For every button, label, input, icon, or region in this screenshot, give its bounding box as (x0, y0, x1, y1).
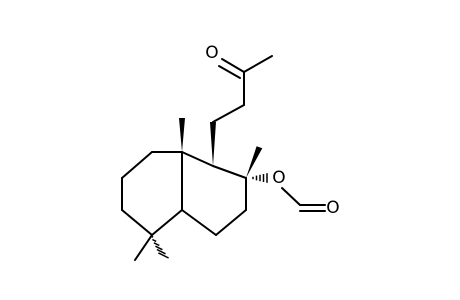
hashed-bond-gem-methyl (150, 235, 169, 259)
bond (281, 187, 301, 206)
bond (215, 209, 247, 236)
hashed-bond-c2-oxygen (252, 173, 268, 183)
bond (121, 151, 153, 179)
bond (151, 209, 183, 236)
bond (121, 209, 153, 236)
bond (212, 104, 245, 123)
ring-left (121, 151, 183, 236)
ring-right (181, 151, 247, 236)
carbonyl-bond (221, 58, 245, 73)
bond (212, 165, 247, 179)
methyl-groups (134, 234, 153, 261)
butanone-side-chain (212, 55, 273, 123)
wedge-bonds (179, 118, 263, 178)
wedge-bond-c2-methyl (246, 146, 263, 178)
bond (243, 55, 273, 73)
methyl-bond (134, 234, 153, 261)
bond (181, 209, 217, 236)
ester-oxygen-label: O (272, 168, 285, 188)
hashed-bonds (150, 173, 268, 259)
formyl-oxygen-label: O (326, 198, 339, 218)
carbonyl-bond (218, 65, 241, 79)
wedge-bond-side-chain (210, 122, 216, 166)
ketone-oxygen-label: O (205, 43, 218, 63)
bond (181, 151, 214, 167)
formate-ester (281, 187, 326, 212)
wedge-bond-angular-methyl (179, 118, 185, 152)
